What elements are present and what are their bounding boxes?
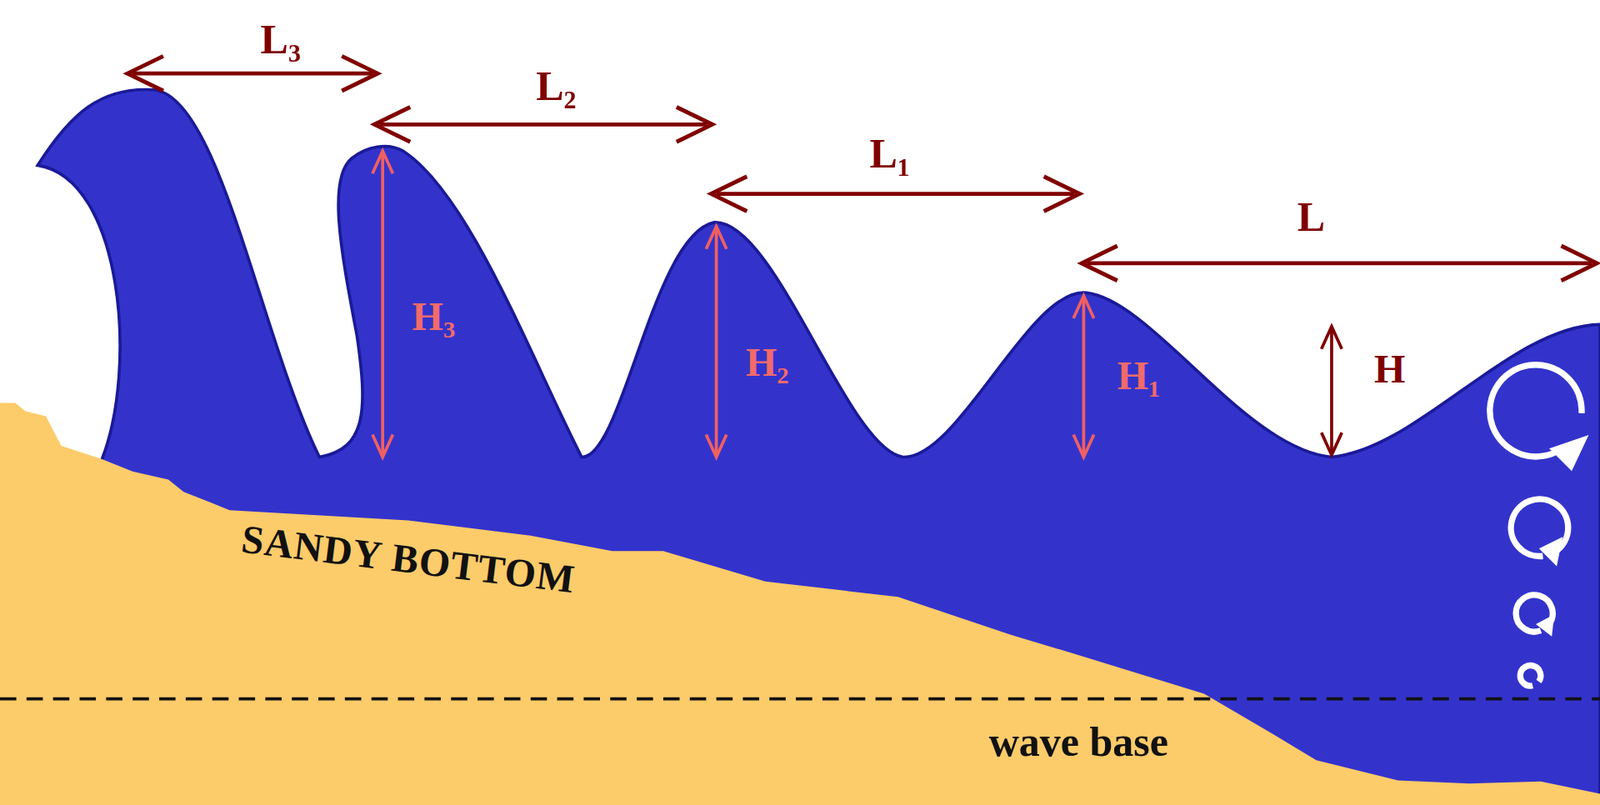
wavelength-label: L₂ [535, 65, 576, 107]
height-arrows [372, 150, 1342, 457]
height-label: H₂ [745, 342, 790, 383]
wavelength-label: L₃ [260, 18, 301, 60]
water [0, 89, 1600, 805]
height-label: H₁ [1117, 355, 1161, 396]
height-label: H₃ [412, 296, 456, 337]
wave-base-label: wave base [989, 720, 1169, 763]
wavelength-arrows [127, 55, 1597, 280]
wave-base-line [0, 697, 1600, 701]
height-label: H [1374, 349, 1405, 390]
wavelength-label: L [1297, 195, 1325, 238]
orbit-circles [1490, 365, 1587, 686]
wavelength-label: L₁ [870, 132, 910, 175]
sandy-bottom [0, 403, 1600, 805]
